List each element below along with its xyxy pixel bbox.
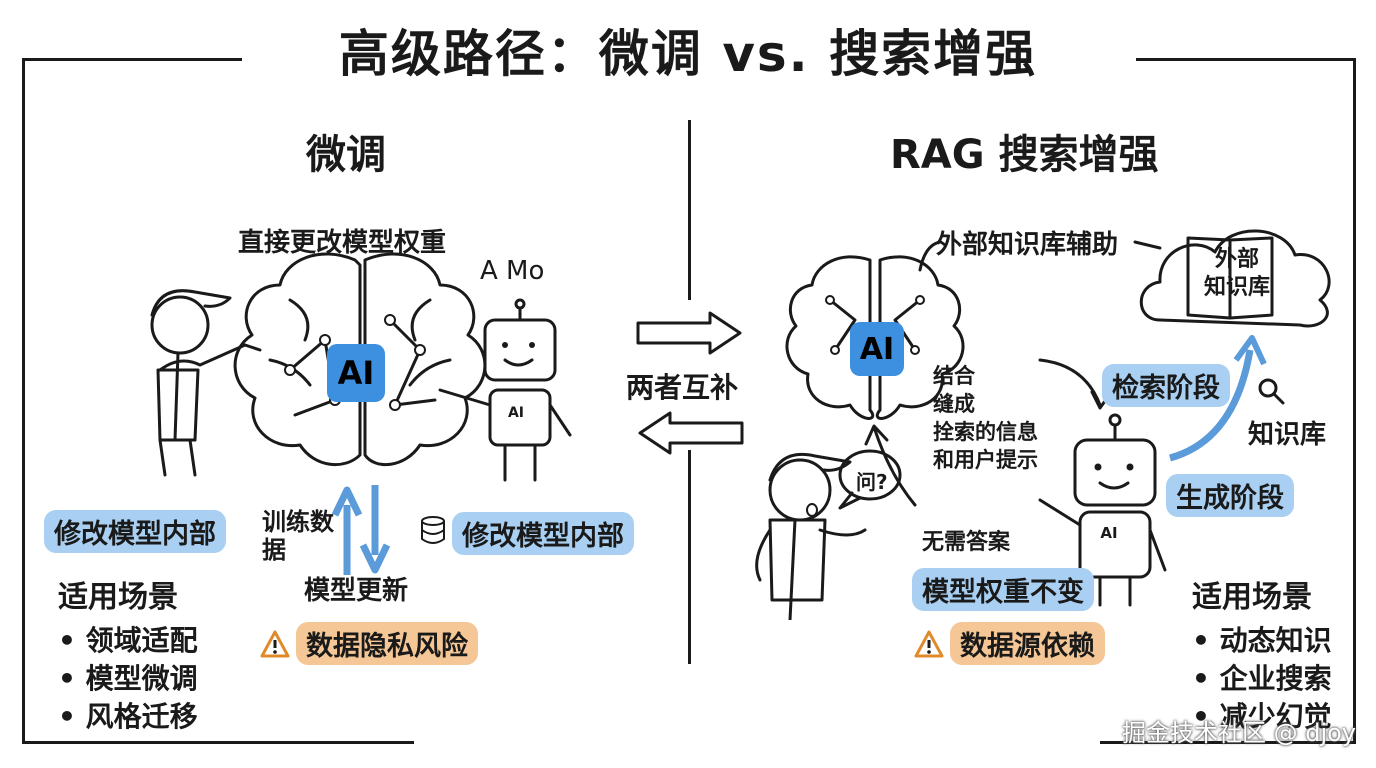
robot-icon (1038, 413, 1167, 607)
privacy-risk: 数据隐私风险 (260, 622, 478, 665)
left-usage: 适用场景 领域适配 模型微调 风格迁移 (58, 572, 198, 736)
book-icon (1186, 236, 1274, 320)
question-label: 问? (856, 470, 888, 494)
database-icon (420, 515, 446, 545)
brain-icon (785, 255, 965, 420)
center-divider-top (688, 120, 691, 300)
external-kb-label: 外部知识库辅助 (936, 230, 1119, 260)
search-icon (1256, 376, 1286, 410)
list-item: 企业搜索 (1192, 660, 1332, 698)
combine-label: 结合 缝成 拴索的信息 和用户提示 (933, 364, 1038, 472)
fine-tune-heading: 微调 (306, 132, 386, 178)
retrieval-stage: 检索阶段 (1102, 364, 1230, 407)
rag-heading: RAG 搜索增强 (890, 132, 1159, 178)
right-arrow-icon (636, 311, 742, 355)
person-icon (150, 289, 262, 477)
left-usage-title: 适用场景 (58, 580, 178, 615)
cloud-icon (1139, 229, 1331, 328)
source-risk-label: 数据源依赖 (950, 622, 1105, 665)
frame-bottom-left (22, 741, 414, 744)
warning-icon (914, 630, 944, 657)
weights-unchanged: 模型权重不变 (912, 568, 1094, 611)
modify-internal-right: 修改模型内部 (452, 512, 634, 555)
center-divider-bottom (688, 450, 691, 664)
right-usage-list: 动态知识 企业搜索 减少幻觉 (1192, 622, 1332, 736)
left-arrow-icon (638, 411, 744, 455)
left-frame (22, 58, 25, 744)
left-illustration (150, 252, 572, 482)
privacy-risk-label: 数据隐私风险 (296, 622, 478, 665)
frame-top-right (1136, 58, 1356, 61)
right-usage-title: 适用场景 (1192, 580, 1312, 615)
robot-icon (438, 298, 572, 482)
book-label: 外部 知识库 (1203, 247, 1270, 300)
list-item: 领域适配 (58, 622, 198, 660)
right-usage: 适用场景 动态知识 企业搜索 减少幻觉 (1192, 572, 1332, 736)
person-icon (755, 453, 867, 620)
page-title: 高级路径：微调 vs. 搜索增强 (0, 14, 1376, 86)
list-item: 模型微调 (58, 660, 198, 698)
left-usage-list: 领域适配 模型微调 风格迁移 (58, 622, 198, 736)
stray-text-label: A Mo (480, 256, 545, 286)
frame-bottom-right (1100, 741, 1356, 744)
up-arrow-icon (331, 486, 363, 575)
down-arrow-icon (359, 485, 391, 574)
generation-stage: 生成阶段 (1166, 474, 1294, 517)
center-arrows (636, 311, 744, 455)
modify-weights-label: 直接更改模型权重 (238, 228, 447, 258)
right-frame (1353, 58, 1356, 744)
update-arrows (331, 485, 391, 575)
kb-search-label: 知识库 (1248, 420, 1327, 450)
source-risk: 数据源依赖 (914, 622, 1105, 665)
model-update-label: 模型更新 (304, 576, 409, 606)
speech-bubble-icon (838, 449, 902, 510)
watermark: 掘金技术社区 @ djoy (1121, 719, 1356, 747)
complement-label: 两者互补 (626, 371, 739, 404)
modify-internal-left: 修改模型内部 (44, 510, 226, 553)
list-item: 减少幻觉 (1192, 698, 1332, 736)
right-robot-chest-label: AI (1100, 524, 1118, 542)
frame-top-left (22, 58, 242, 61)
left-ai-chip: AI (327, 344, 385, 402)
no-answer-label: 无需答案 (922, 530, 1011, 555)
list-item: 风格迁移 (58, 698, 198, 736)
right-ai-chip: AI (850, 322, 904, 376)
left-robot-chest-label: AI (507, 405, 525, 421)
training-data-label: 训练数 据 (262, 508, 334, 564)
list-item: 动态知识 (1192, 622, 1332, 660)
warning-icon (260, 630, 290, 657)
